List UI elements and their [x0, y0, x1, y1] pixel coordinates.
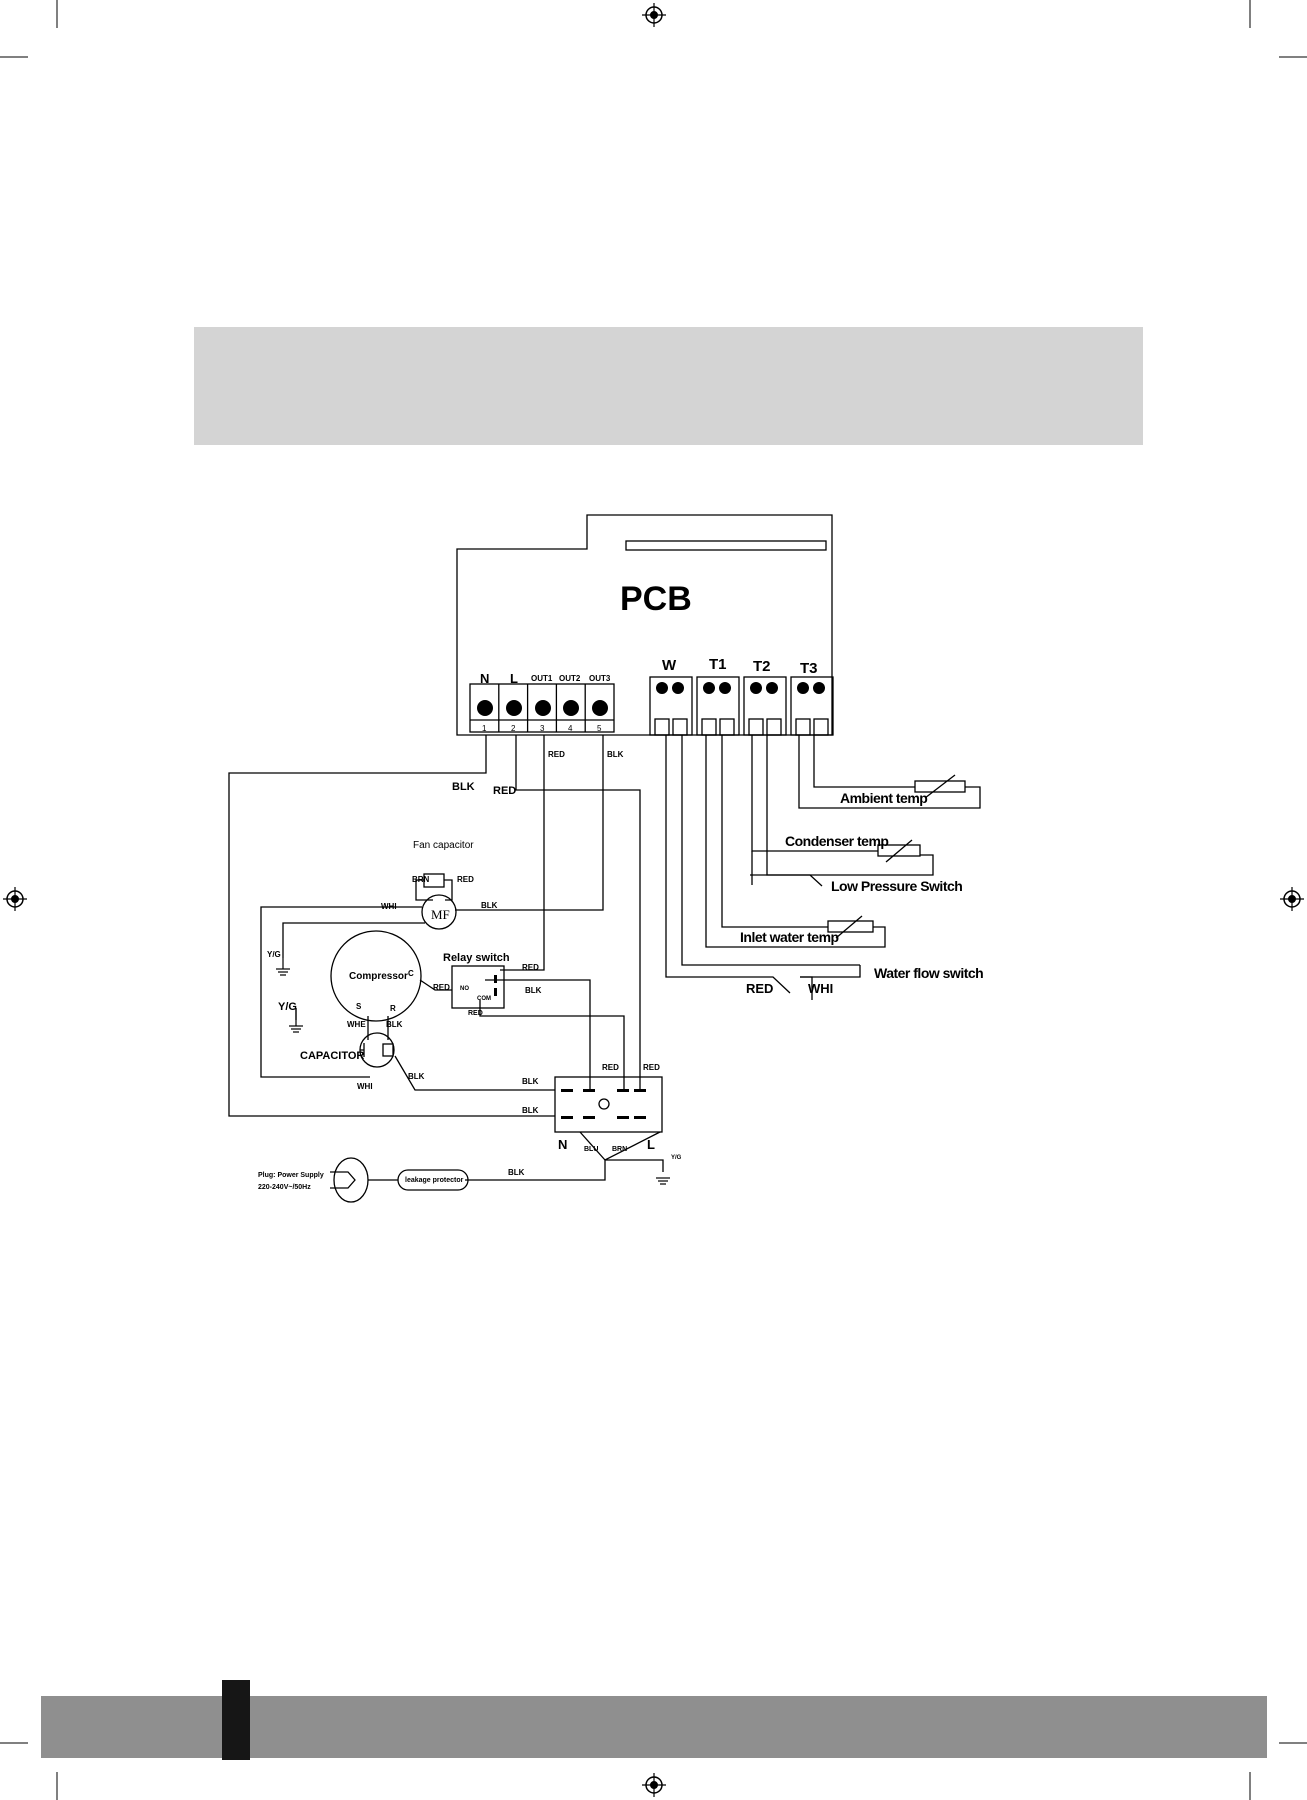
- relay-blk-label: BLK: [525, 986, 542, 995]
- n-wire-blk-label: BLK: [452, 781, 475, 793]
- leakage-protector-label: leakage protector: [405, 1177, 464, 1184]
- header-band: [194, 327, 1143, 445]
- compressor-blk-label: BLK: [386, 1020, 403, 1029]
- registration-mark-left: [2, 886, 28, 912]
- capacitor-circle: [359, 1032, 395, 1068]
- block-red-1-label: RED: [602, 1063, 619, 1072]
- compressor-whe-label: WHE: [347, 1020, 366, 1029]
- port-label-w: W: [662, 657, 677, 674]
- terminal-number-4: 4: [568, 724, 573, 733]
- sensor-block-t1: [696, 676, 740, 736]
- terminal-number-2: 2: [511, 724, 516, 733]
- compressor-r-label: R: [390, 1004, 396, 1013]
- relay-c-red-label: RED: [433, 983, 450, 992]
- footer-tab: [222, 1680, 250, 1760]
- fan-whi-label: WHI: [381, 902, 397, 911]
- fan-motor-circle: [421, 894, 457, 930]
- fan-blk-label: BLK: [481, 901, 498, 910]
- inlet-water-temp-label: Inlet water temp: [740, 929, 839, 945]
- fan-capacitor-label: Fan capacitor: [413, 840, 474, 851]
- relay-switch-label: Relay switch: [443, 952, 510, 964]
- wires: [228, 514, 981, 1203]
- block-brn-label: BRN: [612, 1146, 627, 1153]
- pcb-slot: [625, 540, 827, 551]
- low-pressure-switch-label: Low Pressure Switch: [831, 878, 962, 894]
- supply-blk-label: BLK: [508, 1168, 525, 1177]
- block-l-label: L: [647, 1137, 655, 1152]
- block-n-label: N: [558, 1137, 567, 1152]
- ambient-temp-label: Ambient temp: [840, 790, 927, 806]
- compressor-circle: [330, 930, 422, 1022]
- terminal-label-out1: OUT1: [531, 674, 553, 683]
- compressor-c-label: C: [408, 969, 414, 978]
- sensor-block-t2: [743, 676, 787, 736]
- l-wire-red-label: RED: [493, 785, 516, 797]
- fan-motor-label: MF: [431, 907, 450, 922]
- relay-com-label: COM: [477, 996, 491, 1002]
- fan-cap-red-label: RED: [457, 875, 474, 884]
- compressor-s-label: S: [356, 1002, 362, 1011]
- terminal-number-1: 1: [482, 724, 487, 733]
- sensor-block-w: [649, 676, 693, 736]
- relay-switch-body: [451, 965, 505, 1009]
- condenser-temp-label: Condenser temp: [785, 833, 888, 849]
- junction-block: [554, 1076, 663, 1133]
- out3-blk-label: BLK: [607, 750, 624, 759]
- pcb-outline: [456, 514, 833, 736]
- block-blu-label: BLU: [584, 1146, 598, 1153]
- terminal-label-l: L: [510, 671, 518, 686]
- terminal-screws: [477, 682, 825, 1119]
- block-blk-bottom-label: BLK: [522, 1106, 539, 1115]
- fan-yg-label: Y/G: [267, 950, 281, 959]
- port-label-t1: T1: [709, 656, 727, 673]
- port-label-t2: T2: [753, 658, 771, 675]
- condenser-thermistor: [877, 844, 921, 857]
- plug-label-line1: Plug: Power Supply: [258, 1172, 324, 1179]
- block-blk-top-label: BLK: [522, 1077, 539, 1086]
- registration-mark-top: [641, 2, 667, 28]
- capacitor-whi-label: WHI: [357, 1082, 373, 1091]
- compressor-label: Compressor: [349, 971, 408, 982]
- ambient-thermistor: [914, 780, 966, 793]
- supply-yg-label: Y/G: [671, 1155, 682, 1161]
- capacitor-label: CAPACITOR: [300, 1050, 364, 1062]
- ground-compressor-icon: [288, 1025, 304, 1033]
- relay-no-label: NO: [460, 986, 469, 992]
- plug-oval: [333, 1157, 369, 1203]
- terminal-number-3: 3: [540, 724, 545, 733]
- registration-mark-bottom: [641, 1772, 667, 1798]
- water-flow-red-label: RED: [746, 981, 773, 996]
- out1-red-label: RED: [548, 750, 565, 759]
- plug-label-line2: 220-240V~/50Hz: [258, 1184, 311, 1191]
- water-flow-switch-label: Water flow switch: [874, 965, 983, 981]
- capacitor-blk-label: BLK: [408, 1072, 425, 1081]
- power-terminal-block: [469, 683, 615, 733]
- pcb-title: PCB: [620, 580, 692, 618]
- port-label-t3: T3: [800, 660, 818, 677]
- compressor-yg-label: Y/G: [278, 1001, 297, 1013]
- ground-supply-icon: [655, 1177, 671, 1185]
- terminal-number-5: 5: [597, 724, 602, 733]
- fan-cap-brn-label: BRN: [412, 875, 430, 884]
- registration-mark-right: [1279, 886, 1305, 912]
- sensor-block-t3: [790, 676, 834, 736]
- terminal-label-n: N: [480, 671, 489, 686]
- relay-red-label: RED: [522, 963, 539, 972]
- relay-com-red-label: RED: [468, 1010, 483, 1017]
- ground-fan-icon: [275, 968, 291, 976]
- water-flow-whi-label: WHI: [808, 981, 833, 996]
- terminal-label-out3: OUT3: [589, 674, 611, 683]
- terminal-label-out2: OUT2: [559, 674, 581, 683]
- block-red-2-label: RED: [643, 1063, 660, 1072]
